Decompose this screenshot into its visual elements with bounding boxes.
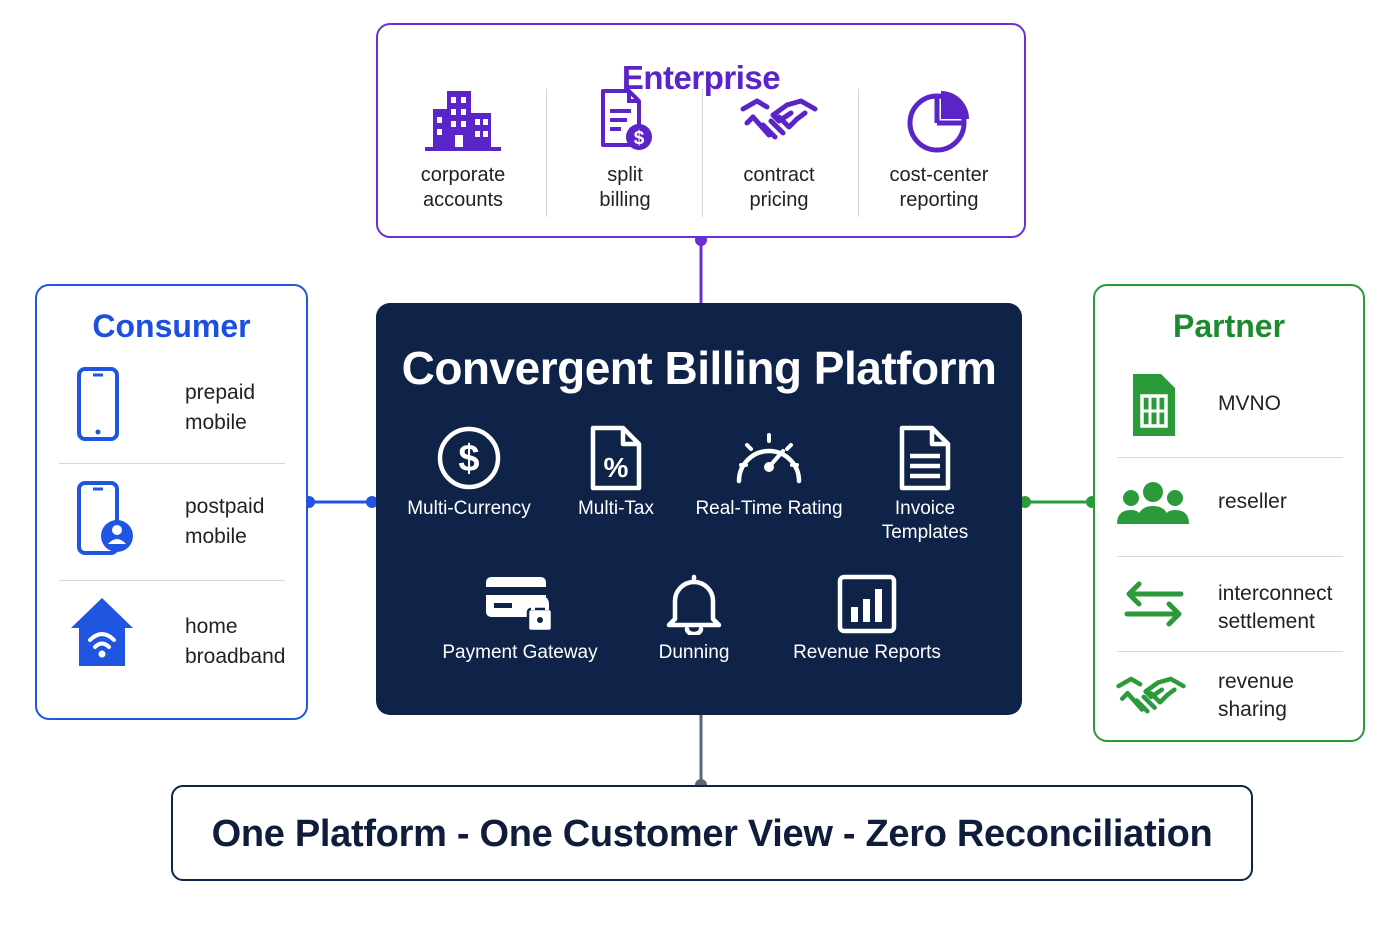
bar-chart-icon [837, 574, 897, 634]
partner-item-reseller: reseller [1115, 478, 1355, 558]
consumer-title: Consumer [92, 308, 251, 344]
enterprise-title: Enterprise [621, 59, 781, 96]
gauge-icon [736, 433, 802, 484]
partner-panel: Partner MVNO reseller [1093, 284, 1365, 742]
partner-item-mvno: MVNO [1115, 370, 1355, 450]
svg-text:$: $ [458, 438, 479, 480]
svg-text:$: $ [634, 128, 645, 149]
consumer-item-label: home broadband [185, 615, 286, 668]
feature-multi-tax: % Multi-Tax [531, 425, 701, 521]
partner-connector [1019, 496, 1098, 508]
partner-item-label: revenue sharing [1218, 670, 1294, 721]
tagline-text: One Platform - One Customer View - Zero … [211, 813, 1213, 855]
feature-real-time-rating: Real-Time Rating [684, 425, 854, 521]
credit-card-lock-icon [486, 577, 554, 633]
enterprise-item-label: split billing [599, 164, 651, 211]
divider [702, 89, 703, 217]
svg-text:%: % [604, 452, 629, 483]
consumer-item-label: prepaid mobile [185, 381, 256, 434]
handshake-icon [1116, 676, 1186, 714]
partner-title: Partner [1172, 308, 1286, 344]
sim-card-icon [1133, 374, 1175, 436]
enterprise-item-cost-center-reporting: cost-center reporting [864, 87, 1014, 213]
handshake-icon [740, 98, 818, 140]
feature-label: Revenue Reports [793, 642, 941, 663]
dollar-circle-icon: $ [437, 426, 501, 490]
building-icon [425, 91, 501, 151]
exchange-arrows-icon [1124, 581, 1184, 627]
enterprise-item-label: corporate accounts [420, 164, 506, 211]
percent-document-icon: % [590, 425, 642, 491]
bell-icon [666, 574, 722, 635]
feature-label: Invoice Templates [881, 498, 969, 543]
feature-label: Dunning [658, 642, 730, 663]
tagline-connector [695, 715, 707, 791]
enterprise-item-corporate-accounts: corporate accounts [388, 87, 538, 213]
feature-dunning: Dunning [609, 573, 779, 665]
enterprise-item-split-billing: $ split billing [550, 87, 700, 213]
partner-item-interconnect-settlement: interconnect settlement [1115, 576, 1355, 656]
consumer-item-postpaid-mobile: postpaid mobile [67, 480, 287, 570]
core-platform-panel: Convergent Billing Platform $ Multi-Curr… [376, 303, 1022, 715]
people-group-icon [1117, 482, 1189, 524]
divider [59, 463, 285, 464]
divider [1117, 556, 1343, 557]
enterprise-item-label: cost-center reporting [889, 164, 989, 211]
enterprise-item-label: contract pricing [743, 164, 815, 211]
feature-multi-currency: $ Multi-Currency [384, 425, 554, 521]
enterprise-connector [695, 234, 707, 303]
partner-item-revenue-sharing: revenue sharing [1115, 666, 1355, 746]
tagline-banner: One Platform - One Customer View - Zero … [171, 785, 1253, 881]
core-title: Convergent Billing Platform [401, 342, 997, 394]
consumer-panel: Consumer prepaid mobile postpaid mobile … [35, 284, 308, 720]
consumer-item-prepaid-mobile: prepaid mobile [67, 366, 287, 456]
divider [59, 580, 285, 581]
enterprise-item-contract-pricing: contract pricing [704, 87, 854, 213]
divider [546, 89, 547, 217]
feature-label: Payment Gateway [442, 642, 598, 663]
smartphone-user-icon [77, 481, 133, 555]
home-wifi-icon [71, 598, 133, 666]
feature-revenue-reports: Revenue Reports [782, 573, 952, 665]
divider [1117, 651, 1343, 652]
consumer-connector [303, 496, 378, 508]
feature-label: Real-Time Rating [695, 498, 843, 519]
divider [1117, 457, 1343, 458]
divider [858, 89, 859, 217]
feature-payment-gateway: Payment Gateway [435, 573, 605, 665]
invoice-dollar-icon: $ [601, 89, 652, 150]
partner-item-label: reseller [1218, 490, 1287, 513]
partner-item-label: interconnect settlement [1218, 582, 1333, 633]
pie-chart-icon [907, 91, 969, 153]
consumer-item-label: postpaid mobile [185, 495, 265, 548]
feature-invoice-templates: Invoice Templates [840, 425, 1010, 545]
consumer-item-home-broadband: home broadband [67, 596, 287, 686]
feature-label: Multi-Tax [577, 498, 654, 519]
feature-label: Multi-Currency [407, 498, 531, 519]
document-lines-icon [899, 425, 951, 491]
enterprise-panel: Enterprise corporate accounts [376, 23, 1026, 238]
partner-item-label: MVNO [1218, 392, 1281, 415]
smartphone-icon [77, 367, 119, 441]
